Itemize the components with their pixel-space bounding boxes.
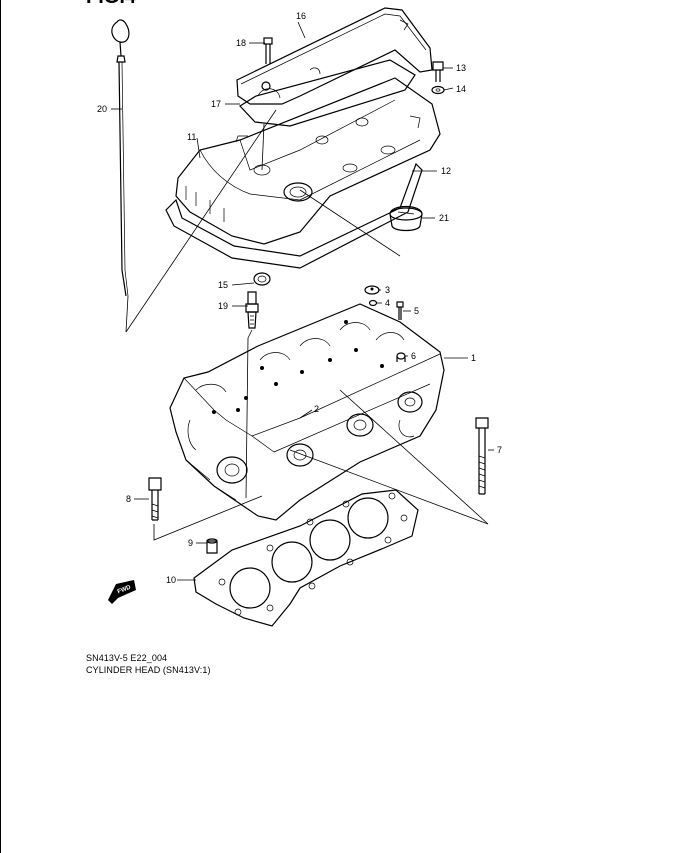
callout-19: 19 — [218, 301, 228, 311]
plug-6 — [396, 352, 406, 362]
callout-14: 14 — [456, 84, 466, 94]
o-ring-4 — [368, 299, 378, 307]
callout-labels: 16 18 13 14 20 17 11 12 21 15 3 19 4 5 6… — [97, 11, 502, 585]
callout-8: 8 — [126, 494, 131, 504]
callout-9: 9 — [188, 538, 193, 548]
figure-title: FIG.4 — [86, 0, 136, 9]
callout-16: 16 — [296, 11, 306, 21]
head-bolt-8 — [148, 477, 162, 521]
oil-seal-15 — [253, 272, 271, 286]
callout-6: 6 — [411, 351, 416, 361]
figure-code: SN413V-5 E22_004 — [86, 653, 168, 663]
cylinder-head-1 — [169, 303, 445, 521]
callout-20: 20 — [97, 104, 107, 114]
bolt-5 — [396, 301, 404, 320]
callout-17: 17 — [211, 99, 221, 109]
callout-1: 1 — [471, 353, 476, 363]
washer-14 — [431, 85, 445, 95]
callout-15: 15 — [218, 280, 228, 290]
oil-level-gauge — [111, 19, 130, 297]
forward-direction-arrow: FWD — [108, 580, 136, 604]
callout-10: 10 — [166, 575, 176, 585]
callout-4: 4 — [385, 298, 390, 308]
oil-filler-cap-21 — [389, 205, 423, 232]
page-left-border — [0, 0, 1, 853]
callout-3: 3 — [385, 285, 390, 295]
callout-21: 21 — [439, 213, 449, 223]
cover-gasket-17 — [239, 59, 416, 127]
figure-caption: CYLINDER HEAD (SN413V:1) — [86, 665, 211, 675]
cylinder-head-gasket-10 — [193, 489, 419, 627]
head-cover-gasket-12 — [165, 162, 423, 269]
head-bolt-7 — [475, 417, 489, 495]
leader-lines — [111, 21, 494, 581]
callout-12: 12 — [441, 166, 451, 176]
bolt-13 — [432, 61, 444, 82]
callout-5: 5 — [414, 306, 419, 316]
spark-plug-19 — [245, 291, 259, 329]
cylinder-head-cover — [175, 77, 441, 245]
cylinder-head-cover-upper — [236, 7, 433, 105]
cap-3 — [364, 285, 380, 295]
bolt-18 — [263, 37, 273, 64]
dowel-pin-9 — [206, 538, 218, 554]
callout-13: 13 — [456, 63, 466, 73]
callout-11: 11 — [187, 132, 196, 142]
fwd-label: FWD — [117, 584, 133, 595]
callout-7: 7 — [497, 445, 502, 455]
callout-2: 2 — [314, 404, 319, 414]
callout-18: 18 — [236, 38, 246, 48]
